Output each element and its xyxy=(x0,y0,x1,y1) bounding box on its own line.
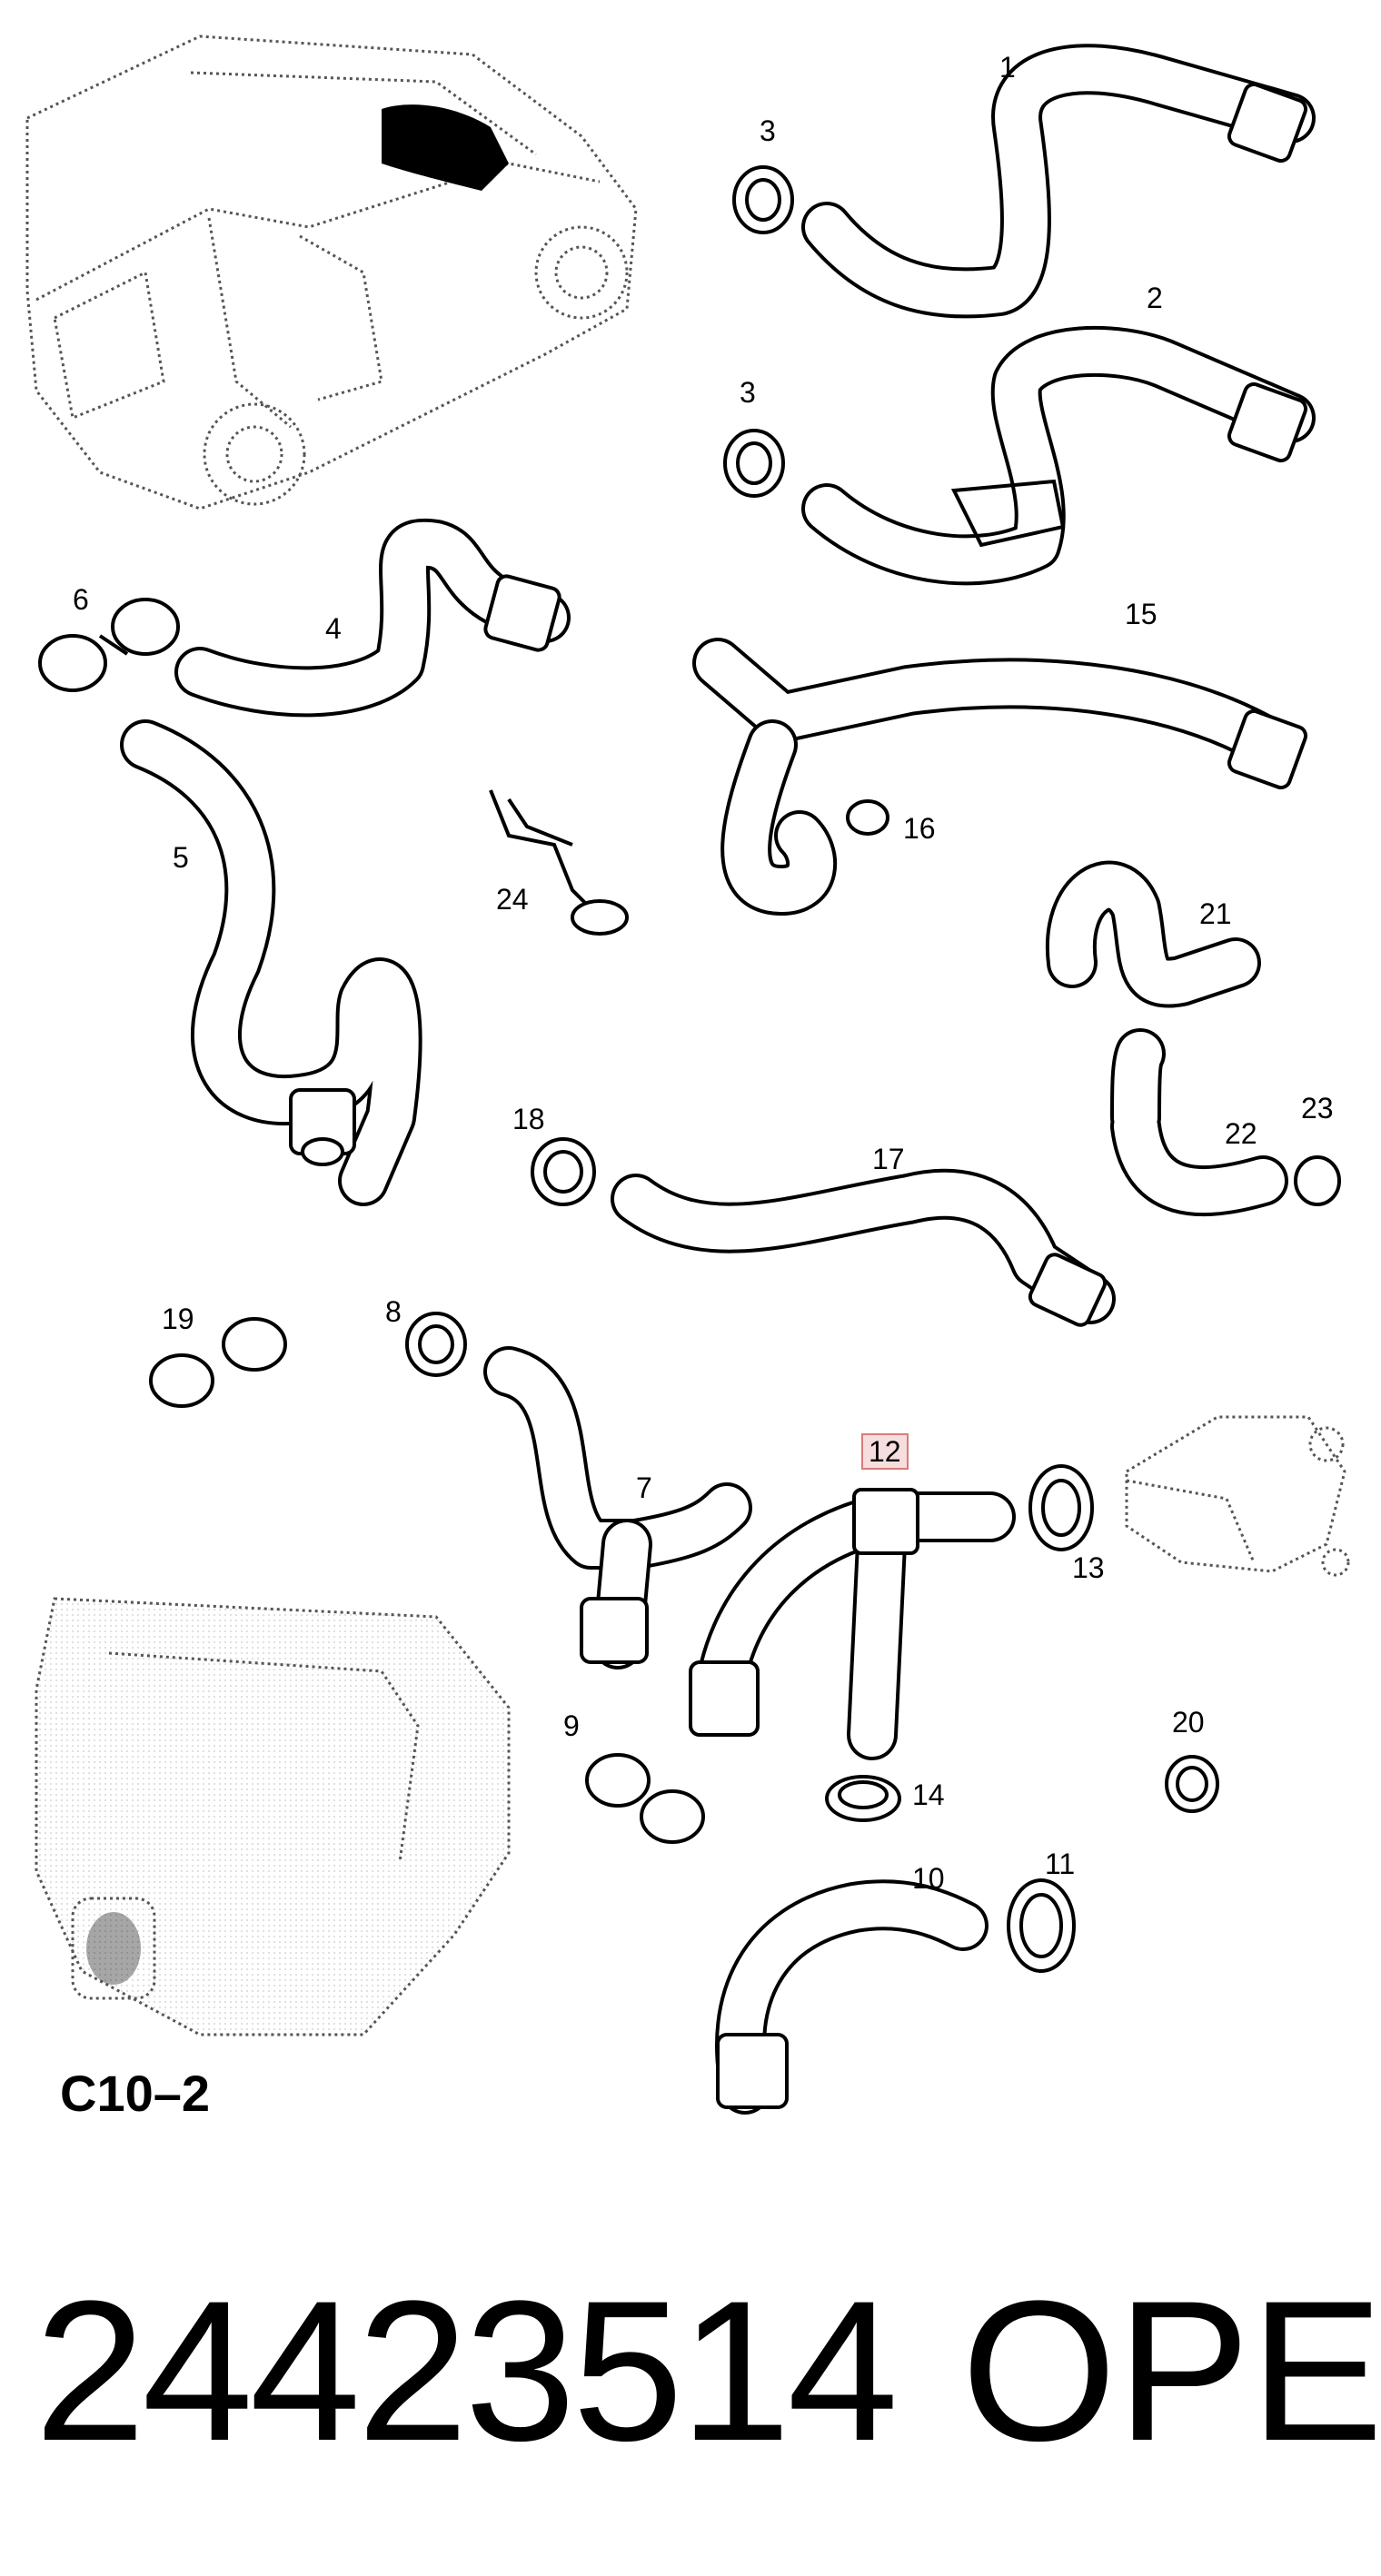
vehicle-illustration xyxy=(25,35,638,510)
callout-3a: 3 xyxy=(760,114,776,147)
hose-5 xyxy=(120,719,422,1206)
hose-22 xyxy=(1110,1028,1288,1217)
clamp-6 xyxy=(38,598,180,692)
callout-16: 16 xyxy=(903,812,936,845)
bracket-24 xyxy=(489,789,629,936)
diagram-reference-code: C10–2 xyxy=(60,2065,211,2122)
hose-7 xyxy=(483,1346,752,1669)
callout-13: 13 xyxy=(1072,1551,1105,1584)
hose-2 xyxy=(801,325,1316,586)
clamp-8 xyxy=(405,1312,467,1377)
callout-6: 6 xyxy=(73,583,89,616)
callout-17: 17 xyxy=(872,1143,905,1175)
callout-5: 5 xyxy=(173,841,189,874)
callout-1: 1 xyxy=(999,51,1016,84)
callout-24: 24 xyxy=(496,883,529,916)
hose-17 xyxy=(611,1168,1116,1327)
clamp-19 xyxy=(149,1317,287,1408)
clamp-9 xyxy=(585,1753,705,1844)
clamp-13 xyxy=(1028,1464,1094,1551)
callout-10: 10 xyxy=(912,1862,945,1895)
part-number: 24423514 xyxy=(35,2259,899,2482)
brand-name: OPEL xyxy=(961,2259,1381,2482)
clamp-16 xyxy=(846,799,889,836)
callout-9: 9 xyxy=(563,1709,580,1742)
callout-22: 22 xyxy=(1225,1117,1257,1150)
clamp-23 xyxy=(1294,1155,1341,1206)
hose-10 xyxy=(715,1879,989,2115)
callout-21: 21 xyxy=(1199,897,1232,930)
hose-1 xyxy=(801,44,1316,319)
callout-18: 18 xyxy=(512,1103,545,1135)
callout-14: 14 xyxy=(912,1778,945,1811)
callout-15: 15 xyxy=(1125,598,1157,630)
clamp-11 xyxy=(1007,1878,1076,1973)
callout-11: 11 xyxy=(1045,1848,1076,1880)
callout-23: 23 xyxy=(1301,1092,1334,1125)
clamp-3b xyxy=(723,429,785,498)
callout-8: 8 xyxy=(385,1295,402,1328)
callout-20: 20 xyxy=(1172,1706,1205,1739)
clamp-14 xyxy=(825,1775,901,1822)
hose-15 xyxy=(692,638,1308,916)
hose-21 xyxy=(1045,860,1261,1008)
heater-box-illustration xyxy=(35,1597,511,2036)
callout-12[interactable]: 12 xyxy=(861,1433,909,1470)
callout-7: 7 xyxy=(636,1471,652,1504)
callout-3b: 3 xyxy=(740,376,756,409)
clamp-20 xyxy=(1165,1755,1219,1813)
highlight-area-icon xyxy=(382,104,509,191)
callout-4: 4 xyxy=(325,612,342,645)
callout-2: 2 xyxy=(1147,282,1163,314)
clamp-18 xyxy=(531,1137,596,1206)
clamp-3a xyxy=(732,165,794,234)
valve-illustration xyxy=(1125,1415,1350,1577)
callout-19: 19 xyxy=(162,1303,194,1335)
hose-12[interactable] xyxy=(689,1488,1016,1760)
hose-4 xyxy=(174,518,571,718)
